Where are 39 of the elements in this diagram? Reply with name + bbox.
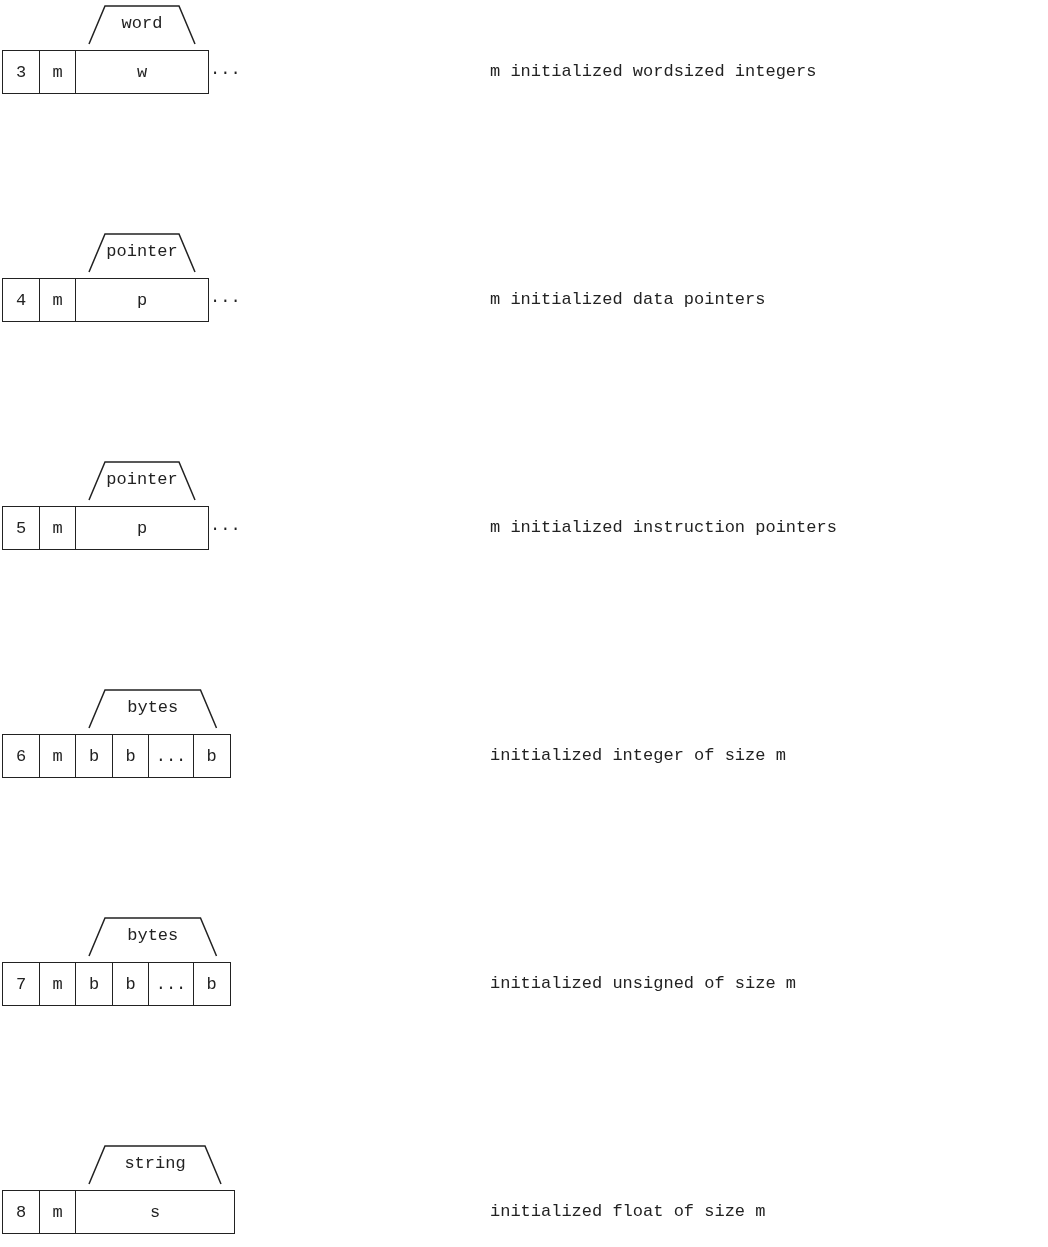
memory-cell: m (38, 734, 77, 778)
memory-cell: b (75, 962, 113, 1006)
memory-cell: p (75, 506, 209, 550)
memory-cell: m (38, 506, 77, 550)
memory-cell: ... (148, 734, 194, 778)
description-text: initialized integer of size m (490, 746, 786, 766)
bracket-label: word (121, 14, 163, 34)
bracket-label: pointer (106, 242, 178, 262)
memory-cell: m (38, 962, 77, 1006)
memory-cell: s (75, 1190, 235, 1234)
memory-cell: p (75, 278, 209, 322)
description-text: m initialized instruction pointers (490, 518, 837, 538)
memory-cell: b (75, 734, 113, 778)
memory-cell: b (192, 734, 231, 778)
bracket-label: bytes (127, 698, 179, 718)
memory-cell: m (38, 278, 77, 322)
memory-cell: b (111, 962, 150, 1006)
memory-cell: 4 (2, 278, 40, 322)
memory-cell: 7 (2, 962, 40, 1006)
memory-cell: 8 (2, 1190, 40, 1234)
memory-cell: 6 (2, 734, 40, 778)
memory-cell: 3 (2, 50, 40, 94)
bracket-label: pointer (106, 470, 178, 490)
memory-cell: m (38, 1190, 77, 1234)
memory-cell: m (38, 50, 77, 94)
description-text: initialized unsigned of size m (490, 974, 797, 994)
continuation-dots: ... (210, 516, 241, 536)
memory-cell: b (192, 962, 231, 1006)
memory-cell: 5 (2, 506, 40, 550)
memory-cell: ... (148, 962, 194, 1006)
memory-cell: w (75, 50, 209, 94)
description-text: m initialized wordsized integers (490, 62, 817, 82)
continuation-dots: ... (210, 288, 241, 308)
bracket-label: string (124, 1154, 186, 1174)
description-text: initialized float of size m (490, 1202, 766, 1222)
continuation-dots: ... (210, 60, 241, 80)
memory-cell: b (111, 734, 150, 778)
bracket-label: bytes (127, 926, 179, 946)
description-text: m initialized data pointers (490, 290, 766, 310)
